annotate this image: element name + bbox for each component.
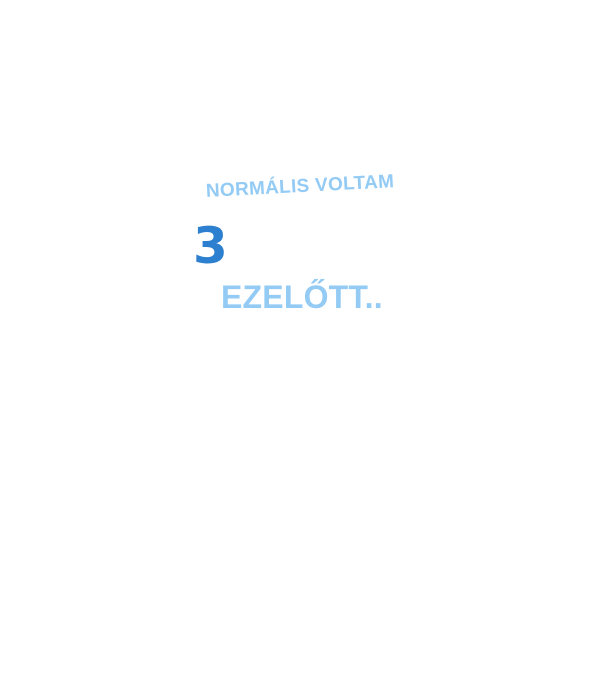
- big-number: 3: [193, 217, 228, 275]
- headline-ezelott: EZELŐTT..: [221, 279, 383, 315]
- headline-normalis-voltam: NORMÁLIS VOLTAM: [205, 171, 395, 202]
